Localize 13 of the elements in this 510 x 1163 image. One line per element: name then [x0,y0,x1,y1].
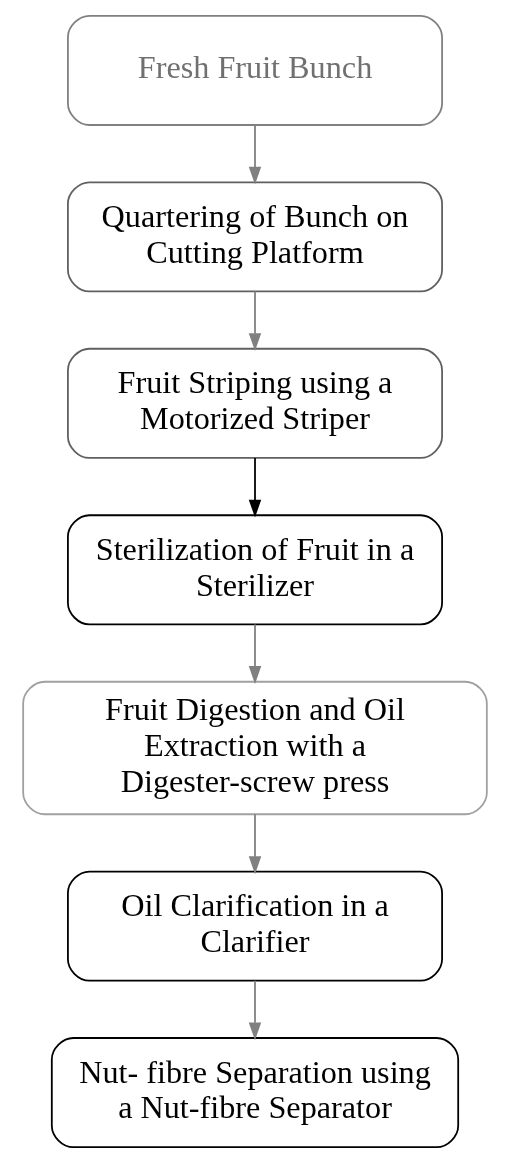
node-box: Fresh Fruit Bunch [67,14,443,126]
arrow [248,290,262,352]
node-box: Fruit Digestion and Oil Extraction with a Digester-screw press [22,680,488,816]
arrow [248,979,262,1041]
node-box: Sterilization of Fruit in a Sterilizer [67,514,443,626]
node-box: Nut- fibre Separation using a Nut-fibre Separator [50,1037,460,1149]
node-box: Quartering of Bunch on Cutting Platform [67,181,443,293]
arrow [248,457,262,518]
arrow [248,623,262,684]
arrow [248,124,262,185]
node-box: Oil Clarification in a Clarifier [67,870,443,982]
node-box: Fruit Striping using a Motorized Striper [67,347,443,459]
arrow [248,813,262,875]
